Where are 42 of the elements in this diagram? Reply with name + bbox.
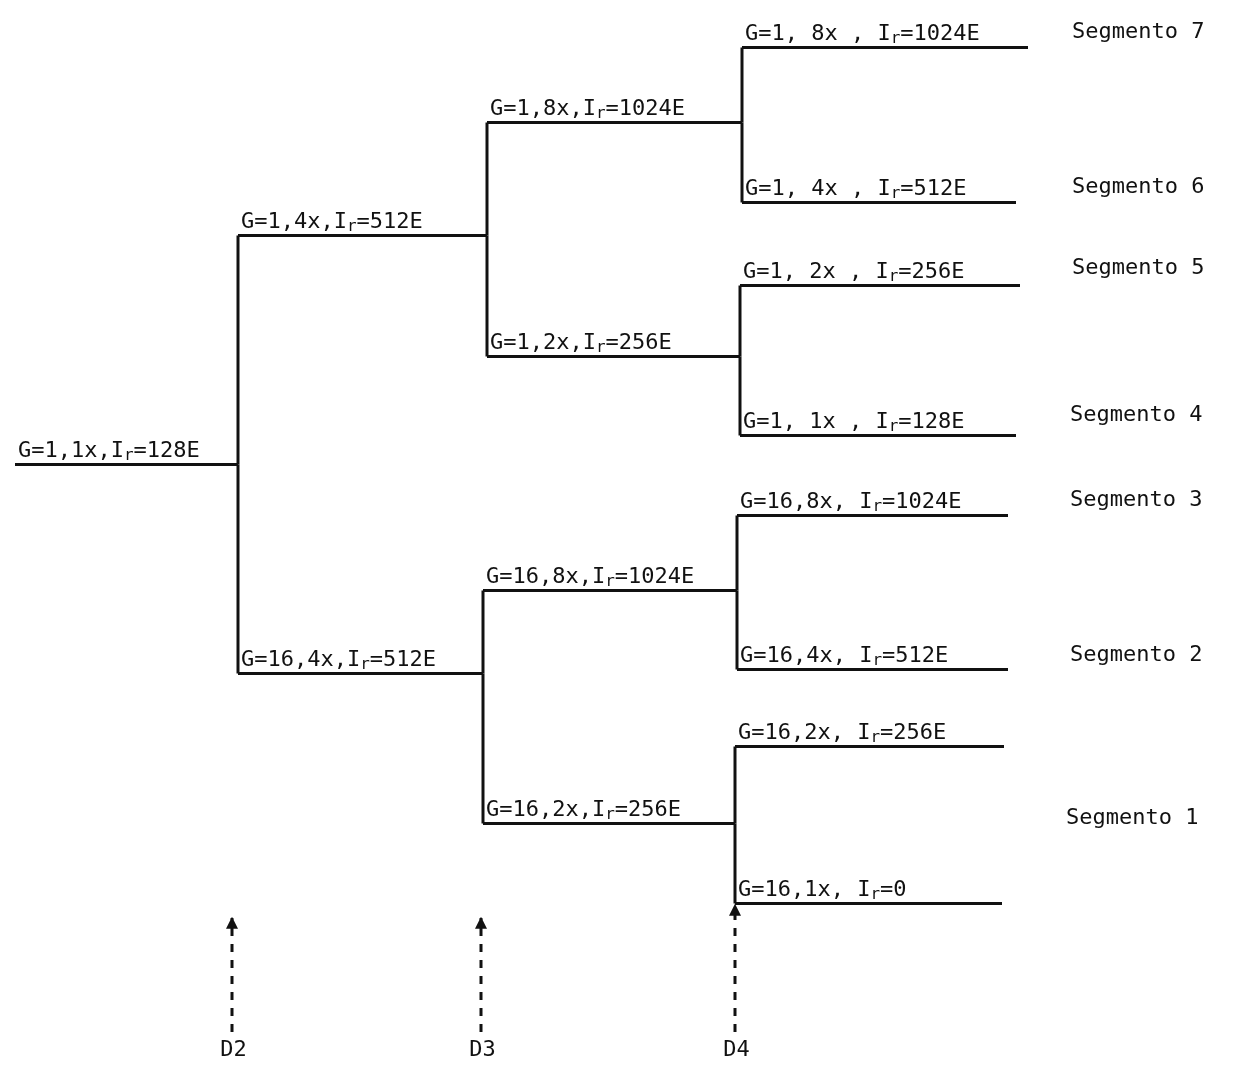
dashed-arrow [226, 916, 238, 1032]
connector-line [740, 47, 744, 123]
dashed-arrow [475, 916, 487, 1032]
segment-label: Segmento 3 [1070, 486, 1203, 512]
branch-label: G=1,1x,I$_{r}$=128E [17, 437, 200, 463]
branch-label: G=1, 2x , I$_{r}$=256E [742, 258, 965, 284]
connector-line [738, 285, 742, 357]
branch-label: G=16,4x, I$_{r}$=512E [739, 642, 949, 668]
branch-label: G=1, 8x , I$_{r}$=1024E [744, 20, 980, 46]
branch-label: G=16,1x, I$_{r}$=0 [737, 876, 907, 902]
signal-label: D3 [468, 1036, 496, 1062]
branch-label: G=16,2x,I$_{r}$=256E [485, 796, 682, 822]
connector-line [740, 122, 744, 203]
branch-label: G=1, 4x , I$_{r}$=512E [744, 175, 967, 201]
segment-label: Segmento 1 [1066, 804, 1199, 830]
branch-label: G=16,8x,I$_{r}$=1024E [485, 563, 695, 589]
connector-line [735, 590, 739, 670]
connector-line [481, 590, 485, 674]
connector-line [485, 122, 489, 236]
connector-line [733, 823, 737, 904]
connector-line [481, 673, 485, 824]
branch-label: G=16,4x,I$_{r}$=512E [240, 646, 437, 672]
connector-line [236, 235, 240, 465]
segment-label: Segmento 5 [1072, 254, 1205, 280]
connector-line [485, 235, 489, 357]
signal-label: D4 [722, 1036, 750, 1062]
segment-label: Segmento 2 [1070, 641, 1203, 667]
branch-label: G=16,8x, I$_{r}$=1024E [739, 488, 962, 514]
branch-label: G=1, 1x , I$_{r}$=128E [742, 408, 965, 434]
branch-label: G=1,8x,I$_{r}$=1024E [489, 95, 686, 121]
segment-label: Segmento 7 [1072, 18, 1205, 44]
branch-label: G=16,2x, I$_{r}$=256E [737, 719, 947, 745]
connector-line [738, 356, 742, 436]
segment-label: Segmento 4 [1070, 401, 1203, 427]
dashed-arrow [729, 903, 741, 1032]
branch-label: G=1,2x,I$_{r}$=256E [489, 329, 672, 355]
segment-label: Segmento 6 [1072, 173, 1205, 199]
signal-label: D2 [219, 1036, 247, 1062]
connector-line [236, 464, 240, 674]
connector-line [735, 515, 739, 591]
connector-line [733, 746, 737, 824]
branch-label: G=1,4x,I$_{r}$=512E [240, 208, 423, 234]
